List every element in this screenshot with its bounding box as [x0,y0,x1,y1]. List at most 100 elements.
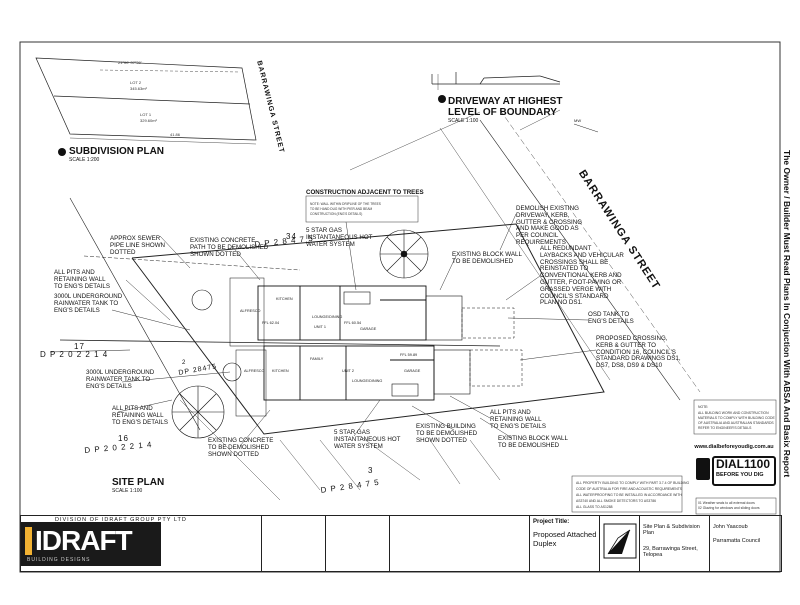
side-note: The Owner / Builder Must Read Plans In C… [782,150,792,478]
duplex-floor-plan [229,277,523,417]
svg-text:CONSTRUCTION (ENG'S DETAILS): CONSTRUCTION (ENG'S DETAILS) [310,212,362,216]
subdivision-plan-title: SUBDIVISION PLAN [69,146,165,157]
idraft-logo: IDRAFT BUILDING DESIGNS [21,522,161,566]
svg-text:MATERIALS TO COMPLY WITH BUILD: MATERIALS TO COMPLY WITH BUILDING CODE [698,416,775,420]
svg-text:ALL GLASS TO AS1288: ALL GLASS TO AS1288 [576,505,613,509]
tb-project: Project Title: Proposed Attached Duplex [529,516,600,571]
callout-sewer: APPROX SEWER PIPE LINE SHOWN DOTTED [110,235,166,256]
view-marker-icon [58,148,66,156]
dial-sub: BEFORE YOU DIG [716,472,764,478]
view-marker-icon [438,95,446,103]
council-name: Parramatta Council [713,538,761,544]
svg-text:CODE OF AUSTRALIA FOR FIRE AND: CODE OF AUSTRALIA FOR FIRE AND ACOUSTIC … [576,487,683,491]
tree-symbols [171,229,429,439]
tb-client: John Yaacoub Parramatta Council [709,516,782,571]
north-point-icon [603,523,637,559]
svg-text:OF AUSTRALIA AND AUSTRALIAN ST: OF AUSTRALIA AND AUSTRALIAN STANDARDS [698,421,774,425]
room-labels: KITCHEN LOUNGE/DINING GARAGE FAMILY KITC… [240,297,421,383]
client-name: John Yaacoub [713,524,748,530]
callout-block-wall-bottom: EXISTING BLOCK WALL TO BE DEMOLISHED [498,435,568,449]
svg-text:KITCHEN: KITCHEN [276,297,293,301]
svg-text:GARAGE: GARAGE [404,369,421,373]
svg-text:REFER TO ENGINEER'S DETAILS: REFER TO ENGINEER'S DETAILS [698,426,752,430]
svg-text:ALFRESCO: ALFRESCO [240,309,261,313]
logo-wordmark: IDRAFT [35,525,133,556]
svg-text:LOUNGE/DINING: LOUNGE/DINING [352,379,382,383]
svg-text:UNIT 1: UNIT 1 [314,325,326,329]
callout-pits-bottom-left: ALL PITS AND RETAINING WALL TO ENG'S DET… [112,405,168,426]
callout-pits-bottom-right: ALL PITS AND RETAINING WALL TO ENG'S DET… [490,409,546,430]
callout-osd: OSD TANK TO ENG'S DETAILS [588,311,634,325]
svg-text:FFL 62.04: FFL 62.04 [262,321,279,325]
svg-text:ALL BUILDING WORK AND CONSTRUC: ALL BUILDING WORK AND CONSTRUCTION [698,411,769,415]
site-plan-scale: SCALE 1:100 [112,488,143,494]
callout-concrete-top: EXISTING CONCRETE PATH TO BE DEMOLISHED … [190,237,269,258]
lot-3: 3 [368,466,374,475]
dial-url: www.dialbeforeyoudig.com.au [694,444,774,450]
tb-parameters [389,516,530,571]
callout-concrete-bottom: EXISTING CONCRETE TO BE DEMOLISHED SHOWN… [208,437,274,458]
svg-text:NOTE:: NOTE: [698,405,708,409]
tree-note-box [305,195,419,223]
sheet-border [19,41,781,573]
svg-text:GARAGE: GARAGE [360,327,377,331]
svg-text:02 Glazing for windows and sli: 02 Glazing for windows and sliding doors [698,506,760,510]
lot-2: 2 [182,360,187,366]
callout-demolish-driveway: DEMOLISH EXISTING DRIVEWAY, KERB, GUTTER… [516,205,583,246]
svg-text:01 Weather seals to all extern: 01 Weather seals to all external doors [698,501,755,505]
driveway-section-drawing [431,72,561,90]
svg-text:41.86: 41.86 [170,132,181,137]
svg-text:21°00' 37°39': 21°00' 37°39' [118,60,142,65]
svg-text:AS3740 AND ALL SMOKE DETECTORS: AS3740 AND ALL SMOKE DETECTORS TO AS3786 [576,499,656,503]
project-title: Proposed Attached Duplex [533,530,597,548]
lot-34: 34 [286,232,297,241]
callout-pits-top: ALL PITS AND RETAINING WALL TO ENG'S DET… [54,269,110,290]
lot-17: 17 [74,342,85,351]
svg-text:KITCHEN: KITCHEN [272,369,289,373]
title-block: DIVISION OF IDRAFT GROUP PTY LTD IDRAFT … [20,515,782,572]
site-plan-title: SITE PLAN [112,477,165,488]
logo-subtitle: BUILDING DESIGNS [27,557,91,563]
callout-gas-bottom: 5 STAR GAS INSTANTANEOUS HOT WATER SYSTE… [334,429,401,450]
dial-number: DIAL1100 [716,457,771,471]
driveway-scale: SCALE 1:100 [448,118,479,124]
phone-icon [696,458,710,480]
svg-text:ALL PROPERTY BUILDING TO COMPL: ALL PROPERTY BUILDING TO COMPLY WITH PAR… [576,481,689,485]
tb-revisions [261,516,326,571]
svg-text:ALFRESCO: ALFRESCO [244,369,265,373]
svg-text:FAMILY: FAMILY [310,357,324,361]
svg-text:LOT 1: LOT 1 [140,112,152,117]
svg-text:FFL 60.54: FFL 60.54 [344,321,361,325]
svg-text:LOUNGE/DINING: LOUNGE/DINING [312,315,342,319]
dial-frame [712,456,776,486]
address: 29, Barrawinga Street, Telopea [643,546,698,558]
callout-tank-3000: 3000L UNDERGROUND RAINWATER TANK TO ENG'… [54,293,123,314]
company-name: DIVISION OF IDRAFT GROUP PTY LTD [55,517,187,523]
subdivision-plan-scale: SCALE 1:200 [69,157,100,163]
svg-text:ALL WATERPROOFING TO BE INSTAL: ALL WATERPROOFING TO BE INSTALLED IN ACC… [576,493,682,497]
driveway-title: DRIVEWAY AT HIGHEST LEVEL OF BOUNDARY [448,96,563,118]
project-label: Project Title: [533,519,570,525]
drawing-title: Site Plan & Subdivision Plan [643,524,700,536]
svg-text:NOTE: WALL WITHIN DRIPLINE OF: NOTE: WALL WITHIN DRIPLINE OF THE TREES [310,202,381,206]
callout-crossing: PROPOSED CROSSING, KERB & GUTTER TO COND… [596,335,681,370]
dp-left: D P 2 0 2 2 1 4 [40,350,109,359]
tb-compliance [325,516,390,571]
lot-16: 16 [118,434,129,443]
svg-text:FFL 59.89: FFL 59.89 [400,353,417,357]
callout-gas-top: 5 STAR GAS INSTANTANEOUS HOT WATER SYSTE… [306,227,373,248]
notes-box [571,399,777,515]
svg-text:UNIT 2: UNIT 2 [342,369,354,373]
svg-text:329.60m²: 329.60m² [140,118,158,123]
callout-tank-3000-b: 3000L UNDERGROUND RAINWATER TANK TO ENG'… [86,369,155,390]
svg-text:TO BE HAND DUG WITH PIER AND B: TO BE HAND DUG WITH PIER AND BEAM [310,207,372,211]
svg-text:LOT 2: LOT 2 [130,80,142,85]
callout-leaders [111,213,597,447]
site-boundary [49,109,701,501]
callout-existing-building: EXISTING BUILDING TO BE DEMOLISHED SHOWN… [416,423,478,444]
callout-laybacks: ALL REDUNDANT LAYBACKS AND VEHICULAR CRO… [540,245,624,307]
callout-block-wall-top: EXISTING BLOCK WALL TO BE DEMOLISHED [452,251,522,265]
north-arrow-icon [573,123,599,133]
